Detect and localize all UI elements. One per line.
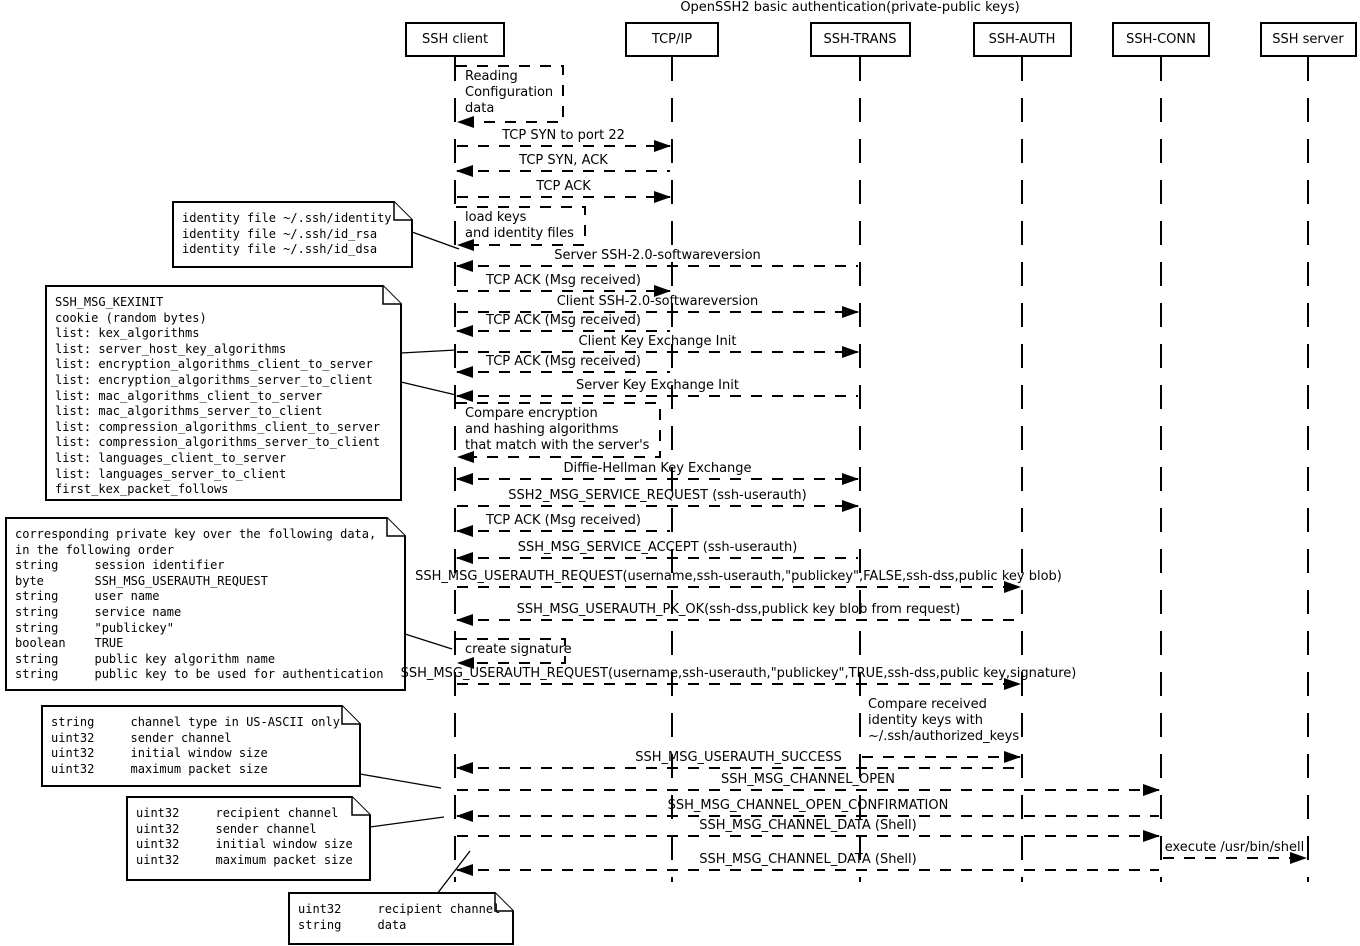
note-fold-icon — [341, 706, 360, 725]
message-label: SSH_MSG_USERAUTH_REQUEST(username,ssh-us… — [415, 569, 1062, 584]
arrowhead-right — [842, 346, 859, 358]
note-connector — [359, 773, 442, 789]
message-label: Client SSH-2.0-softwareversion — [556, 294, 759, 309]
message-label: SSH_MSG_CHANNEL_OPEN — [721, 772, 895, 787]
message-label: Server SSH-2.0-softwareversion — [554, 248, 761, 263]
note-channel-open-fields — [41, 705, 361, 787]
note-text-signature-data: corresponding private key over the follo… — [15, 527, 384, 682]
arrowhead-left — [457, 451, 474, 463]
arrowhead-left — [456, 325, 473, 337]
note-kexinit — [45, 285, 402, 501]
message-label: TCP ACK (Msg received) — [486, 354, 641, 369]
note-connector — [369, 816, 445, 828]
note-fold-icon — [382, 286, 401, 305]
arrowhead-left — [456, 614, 473, 626]
self-message-loop — [456, 402, 661, 458]
actor-ssh-server: SSH server — [1259, 22, 1357, 57]
arrowhead-left — [456, 366, 473, 378]
arrowhead-left — [457, 239, 474, 251]
message-label: TCP ACK (Msg received) — [486, 313, 641, 328]
note-text-channel-data-fields: uint32 recipient channel string data — [298, 902, 501, 932]
arrowhead-left — [457, 657, 474, 669]
message-label: SSH_MSG_USERAUTH_PK_OK(ssh-dss,publick k… — [516, 602, 961, 617]
message-label: Diffie-Hellman Key Exchange — [563, 461, 752, 476]
arrowhead-right — [1004, 751, 1021, 763]
note-fold-icon — [494, 893, 513, 912]
arrowhead-left — [456, 864, 473, 876]
message-label: SSH_MSG_USERAUTH_REQUEST(username,ssh-us… — [400, 666, 1077, 681]
arrowhead-right — [654, 140, 671, 152]
note-text-identity-files: identity file ~/.ssh/identity identity f… — [182, 211, 392, 257]
arrowhead-right — [1143, 784, 1160, 796]
note-fold-icon — [351, 797, 370, 816]
message-label: SSH_MSG_USERAUTH_SUCCESS — [635, 750, 842, 765]
message-label: SSH_MSG_SERVICE_ACCEPT (ssh-userauth) — [517, 540, 798, 555]
arrowhead-right — [842, 306, 859, 318]
arrowhead-right — [1004, 678, 1021, 690]
message-label: TCP ACK — [536, 179, 591, 194]
message-label: execute /usr/bin/shell — [1164, 840, 1305, 855]
note-text-kexinit: SSH_MSG_KEXINIT cookie (random bytes) li… — [55, 295, 381, 497]
arrowhead-left — [456, 165, 473, 177]
note-text-channel-confirm-fields: uint32 recipient channel uint32 sender c… — [136, 806, 353, 867]
arrowhead-right — [1004, 581, 1021, 593]
note-channel-data-fields — [288, 892, 514, 945]
self-message-loop — [456, 206, 586, 246]
arrowhead-left — [456, 473, 473, 485]
message-label: SSH_MSG_CHANNEL_DATA (Shell) — [699, 852, 917, 867]
note-fold-icon — [393, 202, 412, 221]
message-label: Compare received identity keys with ~/.s… — [868, 697, 1020, 744]
message-label: TCP SYN to port 22 — [502, 128, 625, 143]
actor-tcp-ip: TCP/IP — [625, 22, 719, 57]
actor-ssh-trans: SSH-TRANS — [809, 22, 911, 57]
note-channel-confirm-fields — [126, 796, 371, 881]
diagram-title: OpenSSH2 basic authentication(private-pu… — [680, 0, 1020, 15]
self-message-label: Reading Configuration data — [465, 69, 554, 116]
message-label: SSH2_MSG_SERVICE_REQUEST (ssh-userauth) — [508, 488, 807, 503]
note-connector — [400, 349, 457, 354]
arrowhead-right — [842, 500, 859, 512]
actor-ssh-auth: SSH-AUTH — [972, 22, 1072, 57]
note-signature-data — [5, 517, 406, 691]
arrowhead-left — [456, 525, 473, 537]
message-label: Client Key Exchange Init — [578, 334, 737, 349]
actor-ssh-client: SSH client — [405, 22, 505, 57]
arrowhead-left — [456, 762, 473, 774]
note-connector — [400, 381, 457, 396]
arrowhead-left — [457, 116, 474, 128]
self-message-loop — [456, 65, 564, 123]
note-connector — [436, 850, 471, 895]
arrowhead-right — [1290, 852, 1307, 864]
arrowhead-right — [1143, 830, 1160, 842]
arrowhead-left — [456, 390, 473, 402]
arrowhead-left — [456, 260, 473, 272]
note-identity-files — [172, 201, 413, 268]
arrowhead-left — [456, 552, 473, 564]
note-connector — [411, 231, 460, 250]
arrowhead-right — [842, 473, 859, 485]
arrowhead-left — [456, 810, 473, 822]
message-label: Server Key Exchange Init — [576, 378, 739, 393]
self-message-label: create signature — [465, 642, 572, 657]
self-message-label: load keys and identity files — [465, 210, 574, 241]
arrowhead-right — [654, 191, 671, 203]
message-label: SSH_MSG_CHANNEL_OPEN_CONFIRMATION — [667, 798, 949, 813]
message-label: TCP ACK (Msg received) — [486, 513, 641, 528]
message-label: TCP SYN, ACK — [519, 153, 608, 168]
actor-ssh-conn: SSH-CONN — [1112, 22, 1210, 57]
message-label: SSH_MSG_CHANNEL_DATA (Shell) — [699, 818, 917, 833]
message-label: TCP ACK (Msg received) — [486, 273, 641, 288]
note-fold-icon — [386, 518, 405, 537]
note-text-channel-open-fields: string channel type in US-ASCII only uin… — [51, 715, 340, 776]
note-connector — [404, 633, 453, 650]
arrowhead-right — [654, 285, 671, 297]
self-message-label: Compare encryption and hashing algorithm… — [465, 406, 650, 453]
